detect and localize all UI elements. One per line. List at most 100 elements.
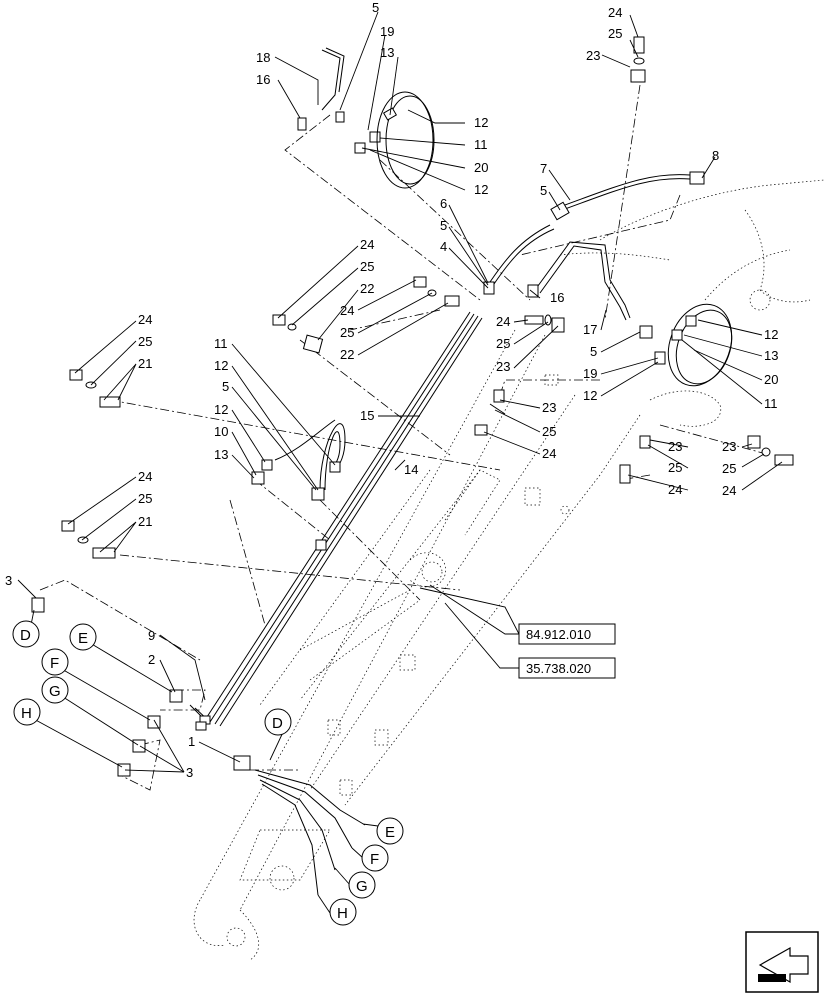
- callout-labels-right: 25 24: [722, 461, 736, 498]
- assembly-lines: [39, 84, 771, 791]
- callout-label: 13: [380, 45, 394, 60]
- connector-h-boom: H: [329, 898, 357, 926]
- svg-text:84.912.010: 84.912.010: [526, 627, 591, 642]
- main-hose-bundle: [189, 311, 483, 896]
- callout-label: 23: [722, 439, 736, 454]
- callout-label: 13: [214, 447, 228, 462]
- callout-label: 25: [138, 334, 152, 349]
- reference-box-35738020[interactable]: 35.738.020: [518, 657, 616, 679]
- callout-label: 12: [214, 358, 228, 373]
- callout-label: 24: [496, 314, 510, 329]
- connector-d-left: D: [12, 620, 40, 648]
- callout-label: 4: [440, 239, 447, 254]
- callout-label: 24: [138, 312, 152, 327]
- callout-label: 11: [214, 336, 228, 351]
- callout-label: 19: [583, 366, 597, 381]
- reference-boxes: 84.912.010 35.738.020: [518, 623, 616, 679]
- callout-label: 19: [380, 24, 394, 39]
- connector-h-left: H: [13, 698, 41, 726]
- callout-label: 25: [340, 325, 354, 340]
- callout-label: 25: [138, 491, 152, 506]
- callout-label: 11: [474, 137, 488, 152]
- connector-e-boom: E: [376, 817, 404, 845]
- callout-label: 12: [474, 182, 488, 197]
- svg-text:E: E: [78, 630, 88, 647]
- callout-label: 24: [542, 446, 556, 461]
- callout-label: 21: [138, 514, 152, 529]
- svg-text:F: F: [50, 655, 59, 672]
- callout-label: 24: [138, 469, 152, 484]
- callout-label: 25: [668, 460, 682, 475]
- connector-d-boom: D: [264, 708, 292, 736]
- svg-text:G: G: [356, 878, 368, 895]
- callout-label: 23: [586, 48, 600, 63]
- callout-label: 3: [5, 573, 12, 588]
- components: [31, 36, 794, 777]
- reference-box-84912010[interactable]: 84.912.010: [518, 623, 616, 645]
- callout-label: 17: [583, 322, 597, 337]
- callout-label: 15: [360, 408, 374, 423]
- callout-label: 21: [138, 356, 152, 371]
- callout-label: 14: [404, 462, 418, 477]
- callout-label: 24: [340, 303, 354, 318]
- callout-label: 5: [540, 183, 547, 198]
- fitting-16-top: [297, 117, 307, 131]
- callout-label: 24: [608, 5, 622, 20]
- svg-text:D: D: [20, 627, 31, 644]
- callout-label: 12: [764, 327, 778, 342]
- callout-label: 3: [186, 765, 193, 780]
- callout-leaders: [17, 11, 783, 914]
- callout-label: 23: [668, 439, 682, 454]
- callout-label: 20: [474, 160, 488, 175]
- callout-label: 18: [256, 50, 270, 65]
- svg-text:F: F: [370, 851, 379, 868]
- callout-label: 8: [712, 148, 719, 163]
- callout-label: 16: [550, 290, 564, 305]
- callout-label: 1: [188, 734, 195, 749]
- svg-text:E: E: [385, 824, 395, 841]
- fitting-5-top: [335, 111, 345, 123]
- callout-label: 22: [340, 347, 354, 362]
- svg-text:35.738.020: 35.738.020: [526, 661, 591, 676]
- callout-label: 5: [440, 218, 447, 233]
- callout-label: 5: [372, 0, 379, 15]
- callout-label: 12: [474, 115, 488, 130]
- callout-labels: 24 25 23 5 19 13 18 16 12 11 20 12 7 8 5…: [5, 0, 778, 780]
- boom-structure: [193, 179, 824, 961]
- callout-label: 25: [360, 259, 374, 274]
- callout-label: 24: [722, 483, 736, 498]
- connector-g-left: G: [41, 676, 69, 704]
- callout-label: 10: [214, 424, 228, 439]
- connector-f-left: F: [41, 648, 69, 676]
- connector-g-boom: G: [348, 871, 376, 899]
- callout-label: 25: [722, 461, 736, 476]
- callout-label: 25: [542, 424, 556, 439]
- callout-label: 2: [148, 652, 155, 667]
- connector-markers: D E F G H D E F G H: [12, 620, 404, 926]
- callout-label: 25: [608, 26, 622, 41]
- callout-label: 16: [256, 72, 270, 87]
- callout-label: 5: [222, 379, 229, 394]
- callout-label: 11: [764, 396, 778, 411]
- callout-label: 7: [540, 161, 547, 176]
- svg-text:D: D: [272, 715, 283, 732]
- previous-page-arrow-icon[interactable]: [745, 931, 819, 993]
- connector-e-left: E: [69, 623, 97, 651]
- callout-label: 24: [360, 237, 374, 252]
- svg-text:H: H: [21, 705, 32, 722]
- callout-label: 25: [496, 336, 510, 351]
- callout-label: 23: [496, 359, 510, 374]
- callout-label: 12: [214, 402, 228, 417]
- callout-label: 6: [440, 196, 447, 211]
- svg-text:H: H: [337, 905, 348, 922]
- svg-text:G: G: [49, 683, 61, 700]
- callout-label: 20: [764, 372, 778, 387]
- callout-label: 5: [590, 344, 597, 359]
- callout-label: 9: [148, 628, 155, 643]
- callout-label: 22: [360, 281, 374, 296]
- callout-label: 13: [764, 348, 778, 363]
- callout-label: 24: [668, 482, 682, 497]
- callout-label: 12: [583, 388, 597, 403]
